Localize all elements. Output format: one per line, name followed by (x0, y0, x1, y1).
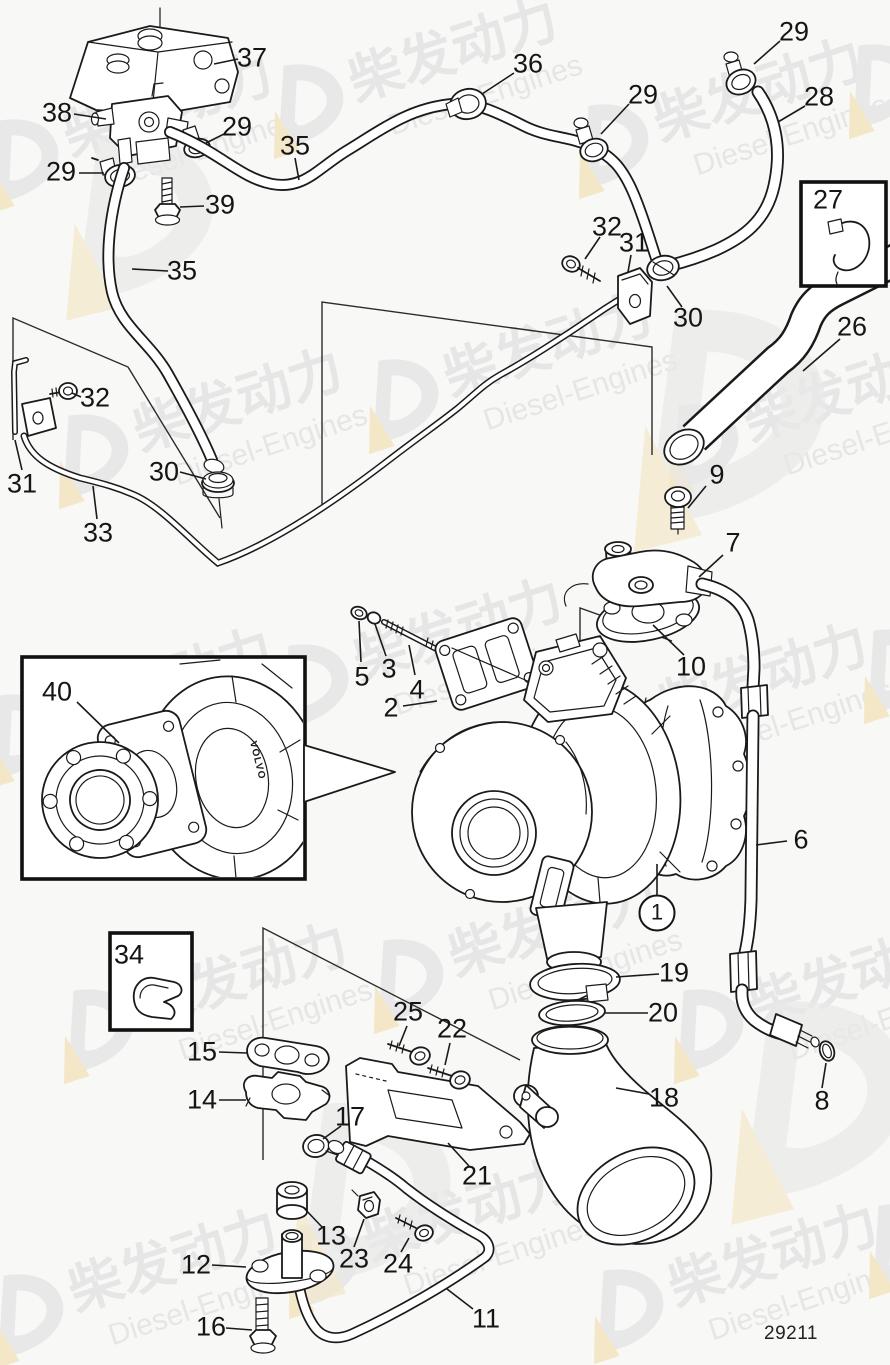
callout-40: 40 (41, 676, 73, 707)
callout-27: 27 (812, 184, 844, 215)
inset-27-box (799, 180, 888, 288)
part-bolt-22 (427, 1064, 471, 1090)
part-grommet-30-b (201, 471, 235, 529)
part-hose-18 (513, 1025, 713, 1246)
callout-33: 33 (82, 517, 114, 548)
callout-11: 11 (471, 1303, 501, 1334)
part-washer-5 (350, 605, 368, 621)
part-clamp-29-c (573, 117, 609, 163)
part-clamp-29-d (723, 51, 757, 96)
callout-29-d: 29 (778, 16, 810, 47)
part-clamp-31-a (617, 267, 653, 325)
callout-23: 23 (338, 1243, 370, 1274)
part-cable-tie-27 (827, 218, 871, 285)
part-bolt-25 (387, 1040, 431, 1066)
part-bracket-37 (69, 7, 239, 115)
inset-34-box (108, 931, 194, 1032)
group-box-center (321, 301, 653, 512)
part-grommet-30-a (646, 254, 680, 282)
callout-7: 7 (725, 527, 741, 558)
part-stud-4 (381, 619, 445, 655)
callout-29-c: 29 (627, 79, 659, 110)
part-hook-31 (10, 357, 78, 437)
drawing-number: 29211 (764, 1323, 818, 1344)
part-hose-28 (661, 85, 784, 273)
callout-9: 9 (709, 459, 725, 490)
part-o-ring-8 (818, 1040, 836, 1062)
part-clip-34 (132, 976, 183, 1020)
callout-29-b: 29 (45, 156, 77, 187)
callout-30-a: 30 (672, 302, 704, 333)
callout-36: 36 (512, 48, 544, 79)
callout-31-b: 31 (6, 468, 38, 499)
part-ring-20 (538, 999, 606, 1027)
part-valve-38 (90, 82, 189, 165)
leader-lines (14, 40, 841, 1331)
callout-31-a: 31 (618, 227, 650, 258)
callout-3: 3 (381, 653, 397, 684)
part-nut-3 (366, 611, 382, 625)
part-pipe-26 (663, 243, 890, 466)
callout-29-a: 29 (221, 111, 253, 142)
callout-10: 10 (675, 651, 707, 682)
inset-40-pointer (303, 744, 396, 803)
callout-25: 25 (392, 996, 424, 1027)
callout-20: 20 (647, 997, 679, 1028)
part-bushing-13 (276, 1181, 308, 1220)
callout-5: 5 (354, 661, 370, 692)
part-bolt-9 (664, 486, 692, 535)
part-pipe-33 (20, 281, 650, 567)
callout-26: 26 (836, 311, 868, 342)
callout-28: 28 (803, 81, 835, 112)
callout-35-a: 35 (166, 255, 198, 286)
callout-18: 18 (648, 1082, 680, 1113)
part-clamp-36 (445, 87, 487, 121)
callout-32-a: 32 (591, 211, 623, 242)
callout-19: 19 (658, 957, 690, 988)
part-hose-35-left (102, 162, 225, 474)
callout-1-circled: 1 (638, 894, 676, 932)
part-bolt-39 (154, 177, 181, 226)
callout-22: 22 (436, 1013, 468, 1044)
part-gasket-15 (246, 1036, 330, 1075)
inset-40-box: VOLVO (20, 655, 396, 881)
part-flange-14 (243, 1071, 331, 1121)
part-turbocharger-1 (411, 633, 751, 973)
callout-14: 14 (186, 1084, 218, 1115)
callout-21: 21 (461, 1160, 493, 1191)
callout-37: 37 (236, 42, 268, 73)
callout-17: 17 (334, 1101, 366, 1132)
callout-4: 4 (409, 674, 425, 705)
callout-12: 12 (180, 1249, 212, 1280)
part-bolt-24 (395, 1214, 434, 1242)
part-fitting-7 (563, 541, 713, 608)
inset-40-drawing: VOLVO (41, 659, 303, 877)
callout-39: 39 (204, 189, 236, 220)
callout-6: 6 (793, 824, 809, 855)
part-clip-23 (351, 1189, 381, 1219)
part-bolt-32-a (561, 255, 601, 284)
callout-32-b: 32 (79, 382, 111, 413)
part-flange-12 (245, 1229, 335, 1295)
callout-16: 16 (195, 1311, 227, 1342)
callout-8: 8 (814, 1085, 830, 1116)
callout-24: 24 (382, 1248, 414, 1279)
callout-38: 38 (41, 97, 73, 128)
part-bracket-21 (345, 1057, 531, 1151)
callout-35-b: 35 (279, 130, 311, 161)
part-bolt-16 (249, 1297, 277, 1354)
callout-30-b: 30 (148, 456, 180, 487)
part-clamp-19 (529, 962, 621, 1013)
callout-34: 34 (113, 939, 145, 970)
part-pipe-11 (288, 1139, 495, 1344)
part-pipe-6 (695, 577, 820, 1049)
callout-15: 15 (186, 1036, 218, 1067)
part-drawings: VOLVO (10, 7, 890, 1354)
callout-2: 2 (383, 692, 399, 723)
callout-13: 13 (315, 1220, 347, 1251)
